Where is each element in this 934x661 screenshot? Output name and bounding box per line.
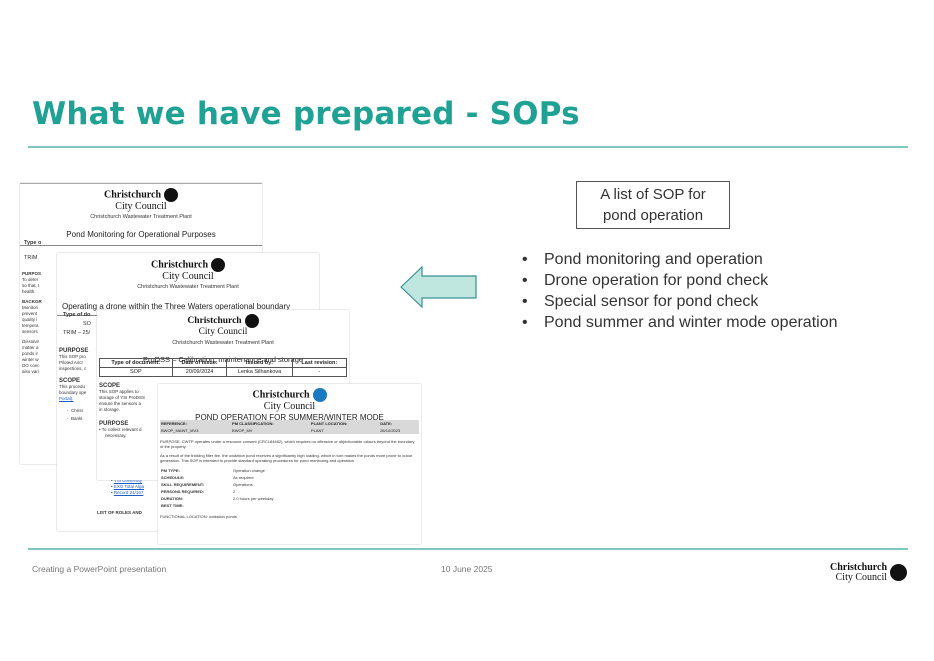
doc-plant: Christchurch Wastewater Treatment Plant [172,339,274,346]
doc-logo: Christchurch City Council [158,388,421,412]
slide-title: What we have prepared - SOPs [32,96,580,132]
footer-text: Creating a PowerPoint presentation [32,564,167,574]
doc-type-label: Type o [24,240,42,246]
doc-logo: Christchurch City Council [57,258,319,282]
list-item: Pond monitoring and operation [522,249,838,270]
list-item: Drone operation for pond check [522,270,838,291]
doc-info-table: Type of document:Date of issue: Issued b… [99,358,348,377]
doc-trim: TRIM [24,255,38,261]
doc-type-label: Type of do [63,312,91,318]
doc-plant: Christchurch Wastewater Treatment Plant [90,214,192,220]
sop-list-callout: A list of SOP for pond operation [576,181,730,229]
footer-date: 10 June 2025 [441,564,493,574]
arrow-left-icon [400,266,477,308]
doc-title: Pond Monitoring for Operational Purposes [66,230,216,239]
council-logo: Christchurch City Council [830,563,907,583]
doc-title: Operating a drone within the Three Water… [62,302,291,311]
council-seal-icon [164,188,179,202]
doc-body: PURPOSE: CWTP operates under a resource … [160,439,415,519]
doc-trim: TRIM – 25/ [63,330,91,336]
doc-title: POND OPERATION FOR SUMMER/WINTER MODE [195,413,384,422]
sop-document-summer-winter: Christchurch City Council POND OPERATION… [158,384,421,544]
list-item: Pond summer and winter mode operation [522,312,838,333]
council-seal-icon [244,314,259,328]
doc-logo: Christchurch City Council [97,314,349,338]
sop-bullet-list: Pond monitoring and operation Drone oper… [522,249,838,333]
council-seal-icon [890,564,907,581]
doc-plant: Christchurch Wastewater Treatment Plant [137,284,239,290]
doc-logo: Christchurch City Council [20,188,262,212]
council-seal-icon [312,388,327,402]
list-item: Special sensor for pond check [522,291,838,312]
doc-info-table: REFERENCE:PM CLASSIFICATION: PLANT LOCAT… [160,420,419,434]
footer-divider [28,548,908,550]
title-divider [28,146,908,148]
doc-type-value: SO [83,321,91,327]
council-seal-icon [211,258,226,272]
